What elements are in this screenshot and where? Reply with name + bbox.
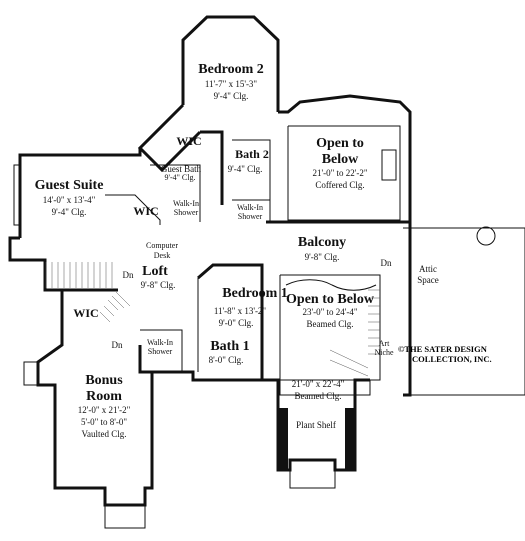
walkin-shower-top-l2: Shower bbox=[238, 212, 263, 221]
attic-l1: Attic bbox=[419, 264, 437, 274]
guest-suite-walls bbox=[18, 148, 142, 238]
bath1-ceiling: 8'-0" Clg. bbox=[209, 355, 244, 365]
copyright-l2: COLLECTION, INC. bbox=[412, 354, 492, 364]
wic-mid-partition bbox=[105, 194, 161, 225]
attic-l2: Space bbox=[417, 275, 439, 285]
bonus-window-left bbox=[23, 361, 38, 386]
wic-top-walls bbox=[137, 103, 202, 173]
open-below-mid-ceiling2: Beamed Clg. bbox=[307, 319, 354, 329]
guest-bath-partition bbox=[150, 164, 201, 222]
bonus-room-ceiling: 5'-0" to 8'-0" bbox=[81, 417, 127, 427]
fireplace-block bbox=[381, 149, 397, 181]
bonus-room-dims: 12'-0" x 21'-2" bbox=[78, 405, 131, 415]
bonus-room-ceiling2: Vaulted Clg. bbox=[82, 429, 127, 439]
guest-suite-ceiling: 9'-4" Clg. bbox=[52, 207, 87, 217]
walkin-shower-low-l2: Shower bbox=[148, 347, 173, 356]
bedroom1-label: Bedroom 1 bbox=[222, 286, 287, 301]
copyright-l1: ©THE SATER DESIGN bbox=[398, 344, 488, 354]
left-stair-walls bbox=[8, 236, 118, 292]
balcony-label: Balcony bbox=[298, 235, 346, 250]
open-below-top-ceiling: 21'-0" to 22'-2" bbox=[312, 168, 367, 178]
open-below-top-inner bbox=[287, 125, 401, 221]
stair-down-wic: Dn bbox=[112, 340, 123, 350]
open-below-top-l2: Below bbox=[322, 152, 359, 167]
stair-down-left: Dn bbox=[123, 270, 134, 280]
guest-bath-ceiling: 9'-4" Clg. bbox=[165, 173, 196, 182]
walkin-shower-mid-l2: Shower bbox=[174, 208, 199, 217]
stair-rail-curve bbox=[285, 279, 377, 291]
wic-mid-label: WIC bbox=[133, 204, 158, 218]
balcony-ceiling: 9'-8" Clg. bbox=[305, 252, 340, 262]
plant-shelf-post-left bbox=[278, 408, 288, 470]
stair-down-right: Dn bbox=[381, 258, 392, 268]
bonus-room-l1: Bonus bbox=[85, 373, 123, 388]
bonus-window-bottom bbox=[104, 505, 146, 529]
open-below-mid-label: Open to Below bbox=[286, 292, 375, 307]
open-below-top-l1: Open to bbox=[316, 136, 364, 151]
bonus-room-l2: Room bbox=[86, 389, 122, 404]
wic-left-stairs bbox=[99, 291, 131, 323]
wic-top-label: WIC bbox=[176, 134, 201, 148]
lower-open-ceiling: Beamed Clg. bbox=[295, 391, 342, 401]
plant-shelf-window bbox=[289, 470, 336, 489]
bedroom2-lower-wall bbox=[200, 130, 224, 205]
walkin-shower-low-l1: Walk-In bbox=[147, 338, 173, 347]
open-below-mid-outline bbox=[279, 274, 381, 381]
bath1-label: Bath 1 bbox=[210, 339, 249, 354]
attic-fan bbox=[476, 226, 496, 246]
bath2-ceiling: 9'-4" Clg. bbox=[228, 164, 263, 174]
bedroom2-walls bbox=[181, 15, 280, 112]
loft-ceiling: 9'-8" Clg. bbox=[141, 280, 176, 290]
open-below-top-walls bbox=[278, 94, 412, 222]
lower-beams bbox=[279, 380, 371, 396]
bath2-partition bbox=[232, 139, 271, 222]
loft-label: Loft bbox=[142, 264, 168, 279]
bedroom1-dims: 11'-8" x 13'-2" bbox=[214, 306, 267, 316]
open-below-top-ceiling2: Coffered Clg. bbox=[315, 180, 364, 190]
computer-desk-l1: Computer bbox=[146, 241, 178, 250]
art-niche-l1: Art bbox=[379, 339, 390, 348]
art-niche-l2: Niche bbox=[374, 348, 394, 357]
walkin-shower-mid-l1: Walk-In bbox=[173, 199, 199, 208]
wic-left-label: WIC bbox=[73, 306, 98, 320]
plant-shelf-post-right bbox=[345, 408, 355, 470]
guest-suite-window bbox=[13, 164, 20, 226]
attic-boundary bbox=[403, 227, 525, 396]
left-stairs bbox=[45, 262, 113, 288]
computer-desk-l2: Desk bbox=[154, 251, 170, 260]
plant-shelf-label: Plant Shelf bbox=[296, 420, 336, 430]
bedroom2-dims: 11'-7" x 15'-3" bbox=[205, 79, 258, 89]
walkin-shower-top-l1: Walk-In bbox=[237, 203, 263, 212]
guest-suite-dims: 14'-0" x 13'-4" bbox=[43, 195, 96, 205]
walkin-low-partition bbox=[140, 329, 183, 372]
bedroom2-ceiling: 9'-4" Clg. bbox=[214, 91, 249, 101]
bath1-walls bbox=[138, 263, 264, 382]
bedroom2-label: Bedroom 2 bbox=[198, 62, 263, 77]
right-stairs bbox=[329, 289, 380, 377]
guest-suite-label: Guest Suite bbox=[35, 178, 104, 193]
bedroom1-ceiling: 9'-0" Clg. bbox=[219, 318, 254, 328]
lower-open-dims: 21'-0" x 22'-4" bbox=[292, 379, 345, 389]
open-below-mid-ceiling: 23'-0" to 24'-4" bbox=[302, 307, 357, 317]
guest-bath-label: Guest Bath bbox=[161, 164, 202, 174]
bath2-label: Bath 2 bbox=[235, 147, 269, 161]
